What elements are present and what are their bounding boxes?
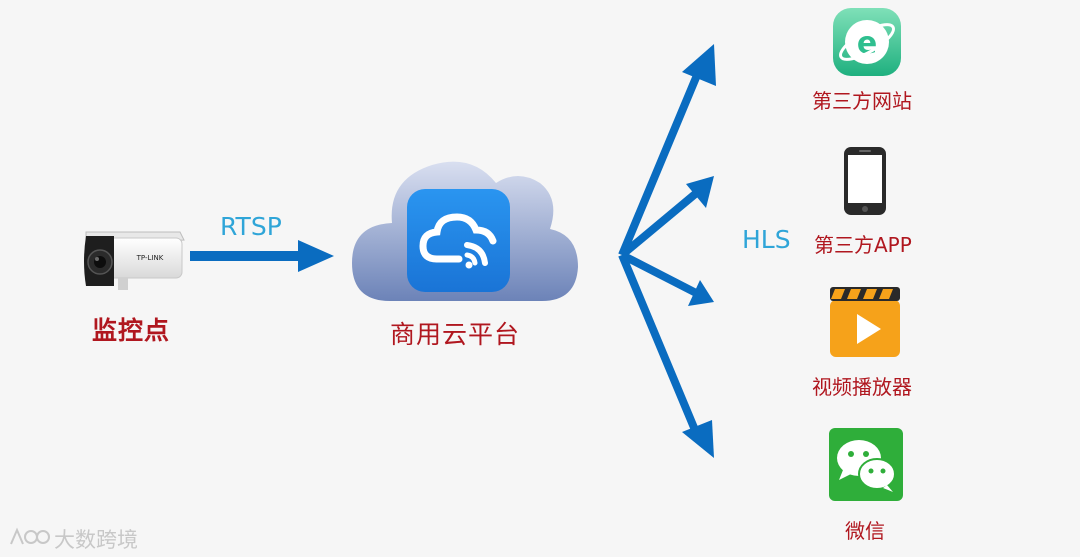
distribution-protocol-label: HLS xyxy=(742,225,791,254)
ingest-arrow xyxy=(190,238,335,274)
output-label-website: 第三方网站 xyxy=(812,89,912,113)
distribution-arrows xyxy=(600,40,730,460)
output-label-player: 视频播放器 xyxy=(812,375,912,399)
output-label-app: 第三方APP xyxy=(814,233,912,257)
camera-brand-text: TP-LINK xyxy=(136,254,164,262)
smartphone-icon xyxy=(843,146,887,216)
camera-icon: TP-LINK xyxy=(80,222,186,294)
video-player-icon xyxy=(829,286,901,358)
platform-label: 商用云平台 xyxy=(390,320,521,349)
watermark-text: 大数跨境 xyxy=(54,528,138,552)
cloud-icon xyxy=(407,189,510,292)
wechat-icon xyxy=(829,428,903,501)
ingest-protocol-label: RTSP xyxy=(220,212,282,241)
source-label: 监控点 xyxy=(92,316,171,345)
output-label-wechat: 微信 xyxy=(845,519,885,543)
watermark-logo-icon xyxy=(8,524,52,550)
browser-icon: e xyxy=(833,8,901,76)
